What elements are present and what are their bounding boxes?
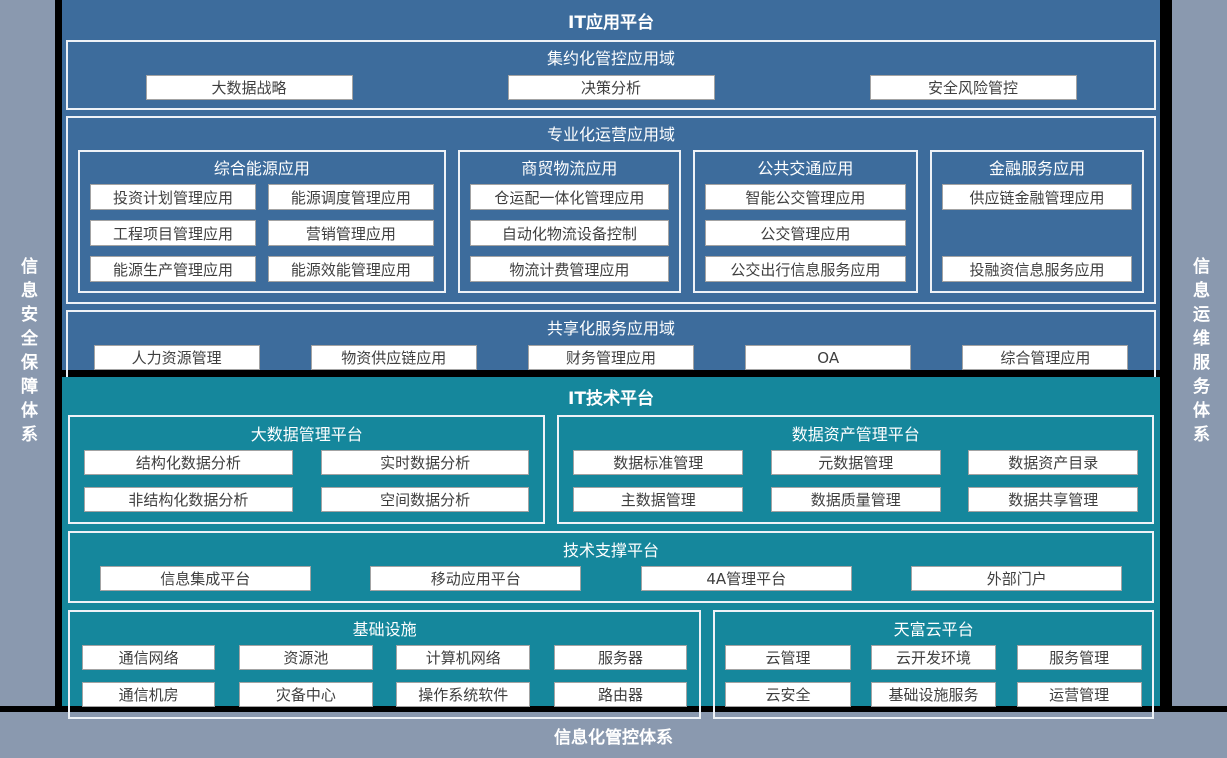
transit-item: 公交出行信息服务应用: [704, 256, 906, 282]
infrastructure-item: 资源池: [239, 645, 373, 670]
infrastructure-item: 通信网络: [81, 645, 216, 670]
infrastructure-item: 灾备中心: [239, 682, 373, 707]
tech-platform-title: IT技术平台: [568, 389, 654, 409]
data-asset-item: 元数据管理: [770, 450, 941, 475]
finance-item: 供应链金融管理应用: [941, 184, 1132, 210]
infrastructure-items: 通信网络 资源池 计算机网络 服务器 通信机房 灾备中心 操作系统软件 路由器: [70, 645, 699, 707]
logistics-apps-group: 商贸物流应用 仓运配一体化管理应用 自动化物流设备控制 物流计费管理应用: [457, 150, 681, 293]
cloud-item: 基础设施服务: [870, 682, 997, 707]
data-asset-item: 数据标准管理: [573, 450, 744, 475]
shared-item: 人力资源管理: [93, 345, 260, 370]
shared-item: 财务管理应用: [527, 345, 694, 370]
data-asset-items: 数据标准管理 元数据管理 数据资产目录 主数据管理 数据质量管理 数据共享管理: [559, 450, 1152, 512]
bigdata-item: 实时数据分析: [320, 450, 530, 475]
tech-support-item: 信息集成平台: [99, 566, 311, 591]
shared-services-items: 人力资源管理 物资供应链应用 财务管理应用 OA 综合管理应用: [68, 345, 1154, 370]
intensive-item: 决策分析: [507, 75, 715, 100]
logistics-item: 物流计费管理应用: [469, 256, 669, 282]
intensive-control-domain: 集约化管控应用域 大数据战略 决策分析 安全风险管控: [66, 40, 1156, 110]
transit-apps-group: 公共交通应用 智能公交管理应用 公交管理应用 公交出行信息服务应用: [692, 150, 918, 293]
energy-item: 能源调度管理应用: [267, 184, 434, 210]
ops-service-label: 信息运维服务体系: [1189, 257, 1209, 449]
shared-services-title: 共享化服务应用域: [546, 319, 675, 338]
intensive-item: 安全风险管控: [869, 75, 1077, 100]
cloud-item: 服务管理: [1016, 645, 1142, 670]
infrastructure-title: 基础设施: [352, 620, 417, 639]
app-platform-panel: IT应用平台 集约化管控应用域 大数据战略 决策分析 安全风险管控 专业化运营应…: [62, 0, 1160, 380]
shared-item: 综合管理应用: [962, 345, 1129, 370]
infrastructure-item: 通信机房: [81, 682, 216, 707]
intensive-control-title: 集约化管控应用域: [546, 49, 675, 68]
diagram-main-area: IT应用平台 集约化管控应用域 大数据战略 决策分析 安全风险管控 专业化运营应…: [62, 0, 1160, 719]
app-platform-title: IT应用平台: [568, 13, 654, 33]
energy-apps-title: 综合能源应用: [213, 159, 310, 178]
finance-apps-group: 金融服务应用 供应链金融管理应用 投融资信息服务应用: [929, 150, 1144, 293]
intensive-item: 大数据战略: [145, 75, 353, 100]
cloud-items: 云管理 云开发环境 服务管理 云安全 基础设施服务 运营管理: [715, 645, 1152, 707]
bigdata-platform-box: 大数据管理平台 结构化数据分析 实时数据分析 非结构化数据分析 空间数据分析: [68, 415, 546, 524]
finance-apps-title: 金融服务应用: [988, 159, 1085, 178]
data-asset-item: 数据共享管理: [968, 487, 1139, 512]
bigdata-item: 非结构化数据分析: [84, 487, 293, 512]
infrastructure-item: 路由器: [553, 682, 688, 707]
energy-item: 能源效能管理应用: [267, 256, 434, 282]
bigdata-items: 结构化数据分析 实时数据分析 非结构化数据分析 空间数据分析: [70, 450, 543, 512]
transit-apps-items: 智能公交管理应用 公交管理应用 公交出行信息服务应用: [704, 184, 906, 282]
governance-bottom-label: 信息化管控体系: [554, 727, 673, 748]
governance-bottom-bar: 信息化管控体系: [0, 712, 1227, 758]
tech-support-items: 信息集成平台 移动应用平台 4A管理平台 外部门户: [70, 566, 1152, 591]
professional-groups: 综合能源应用 投资计划管理应用 能源调度管理应用 工程项目管理应用 营销管理应用…: [78, 150, 1144, 293]
logistics-item: 仓运配一体化管理应用: [469, 184, 669, 210]
tech-support-item: 4A管理平台: [640, 566, 852, 591]
logistics-item: 自动化物流设备控制: [469, 220, 669, 246]
energy-apps-items: 投资计划管理应用 能源调度管理应用 工程项目管理应用 营销管理应用 能源生产管理…: [90, 184, 434, 282]
tech-support-item: 移动应用平台: [370, 566, 582, 591]
energy-item: 能源生产管理应用: [90, 256, 256, 282]
cloud-item: 云安全: [725, 682, 851, 707]
intensive-control-items: 大数据战略 决策分析 安全风险管控: [68, 75, 1154, 100]
cloud-platform-title: 天富云平台: [893, 620, 974, 639]
shared-services-domain: 共享化服务应用域 人力资源管理 物资供应链应用 财务管理应用 OA 综合管理应用: [66, 310, 1156, 380]
energy-item: 营销管理应用: [267, 220, 434, 246]
energy-item: 投资计划管理应用: [90, 184, 256, 210]
cloud-item: 运营管理: [1016, 682, 1142, 707]
logistics-apps-title: 商贸物流应用: [521, 159, 618, 178]
tech-support-item: 外部门户: [911, 566, 1123, 591]
infrastructure-item: 服务器: [553, 645, 688, 670]
security-assurance-label: 信息安全保障体系: [17, 257, 37, 449]
ops-service-sidebar: 信息运维服务体系: [1172, 0, 1227, 706]
logistics-apps-items: 仓运配一体化管理应用 自动化物流设备控制 物流计费管理应用: [469, 184, 669, 282]
energy-item: 工程项目管理应用: [90, 220, 256, 246]
data-asset-platform-box: 数据资产管理平台 数据标准管理 元数据管理 数据资产目录 主数据管理 数据质量管…: [557, 415, 1154, 524]
tech-support-platform-box: 技术支撑平台 信息集成平台 移动应用平台 4A管理平台 外部门户: [68, 531, 1154, 603]
tech-row-data: 大数据管理平台 结构化数据分析 实时数据分析 非结构化数据分析 空间数据分析 数…: [68, 415, 1154, 524]
shared-item: 物资供应链应用: [310, 345, 477, 370]
data-asset-item: 数据资产目录: [968, 450, 1139, 475]
cloud-item: 云管理: [725, 645, 851, 670]
professional-operations-title: 专业化运营应用域: [546, 125, 675, 144]
cloud-item: 云开发环境: [870, 645, 997, 670]
transit-item: 公交管理应用: [704, 220, 906, 246]
finance-apps-items: 供应链金融管理应用 投融资信息服务应用: [941, 184, 1132, 282]
tech-row-infra: 基础设施 通信网络 资源池 计算机网络 服务器 通信机房 灾备中心 操作系统软件…: [68, 610, 1154, 719]
professional-operations-domain: 专业化运营应用域 综合能源应用 投资计划管理应用 能源调度管理应用 工程项目管理…: [66, 116, 1156, 304]
transit-item: 智能公交管理应用: [704, 184, 906, 210]
tech-support-platform-title: 技术支撑平台: [562, 541, 659, 560]
security-assurance-sidebar: 信息安全保障体系: [0, 0, 55, 706]
data-asset-item: 数据质量管理: [770, 487, 941, 512]
infrastructure-item: 计算机网络: [396, 645, 531, 670]
energy-apps-group: 综合能源应用 投资计划管理应用 能源调度管理应用 工程项目管理应用 营销管理应用…: [78, 150, 446, 293]
data-asset-item: 主数据管理: [573, 487, 744, 512]
infrastructure-box: 基础设施 通信网络 资源池 计算机网络 服务器 通信机房 灾备中心 操作系统软件…: [68, 610, 702, 719]
cloud-platform-box: 天富云平台 云管理 云开发环境 服务管理 云安全 基础设施服务 运营管理: [713, 610, 1154, 719]
tech-platform-panel: IT技术平台 大数据管理平台 结构化数据分析 实时数据分析 非结构化数据分析 空…: [62, 377, 1160, 719]
infrastructure-item: 操作系统软件: [396, 682, 531, 707]
bigdata-item: 空间数据分析: [320, 487, 530, 512]
data-asset-platform-title: 数据资产管理平台: [791, 425, 920, 444]
shared-item: OA: [745, 345, 912, 370]
bigdata-platform-title: 大数据管理平台: [250, 425, 363, 444]
bigdata-item: 结构化数据分析: [84, 450, 293, 475]
finance-item: 投融资信息服务应用: [941, 256, 1132, 282]
transit-apps-title: 公共交通应用: [757, 159, 854, 178]
